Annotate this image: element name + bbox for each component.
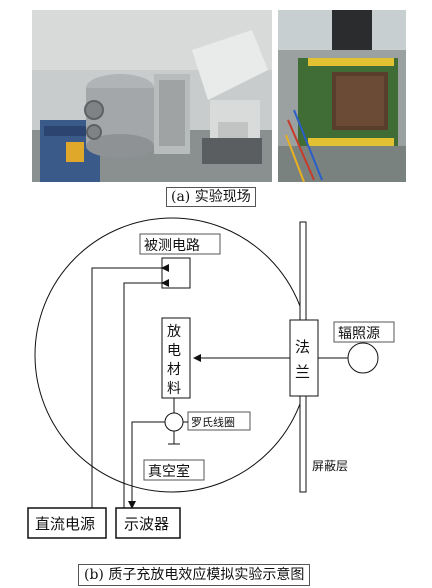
flange-photo	[278, 10, 406, 182]
discharge-material-box	[161, 317, 191, 399]
flange-box	[289, 319, 319, 397]
lab-photo	[32, 10, 272, 182]
flange-char-1: 法	[295, 338, 310, 356]
oscilloscope-box	[115, 507, 181, 539]
radiation-source-label: 辐照源	[338, 326, 380, 342]
oscilloscope-wire-coil	[128, 421, 165, 509]
rogowski-coil-label: 罗氏线圈	[191, 415, 235, 429]
circuit-under-test-box	[161, 257, 191, 289]
material-char-1: 放	[167, 324, 181, 340]
radiation-source-circle	[347, 342, 379, 374]
caption-b: (b) 质子充放电效应模拟实验示意图	[78, 564, 311, 586]
dc-power-supply-label: 直流电源	[35, 515, 95, 533]
material-char-2: 电	[167, 343, 181, 359]
vacuum-chamber-label: 真空室	[148, 463, 190, 480]
caption-a: (a) 实验现场	[166, 187, 256, 207]
oscilloscope-label: 示波器	[124, 515, 169, 533]
oscilloscope-wire-1	[123, 279, 169, 508]
rogowski-coil-circle	[164, 412, 184, 432]
flange-char-2: 兰	[295, 363, 310, 381]
dc-power-supply-box	[27, 507, 107, 539]
shielding-layer-label: 屏蔽层	[312, 459, 348, 473]
circuit-under-test-label: 被测电路	[144, 238, 200, 254]
material-char-3: 材	[167, 362, 181, 378]
material-char-4: 料	[167, 381, 181, 397]
dc-power-wire	[91, 264, 169, 508]
